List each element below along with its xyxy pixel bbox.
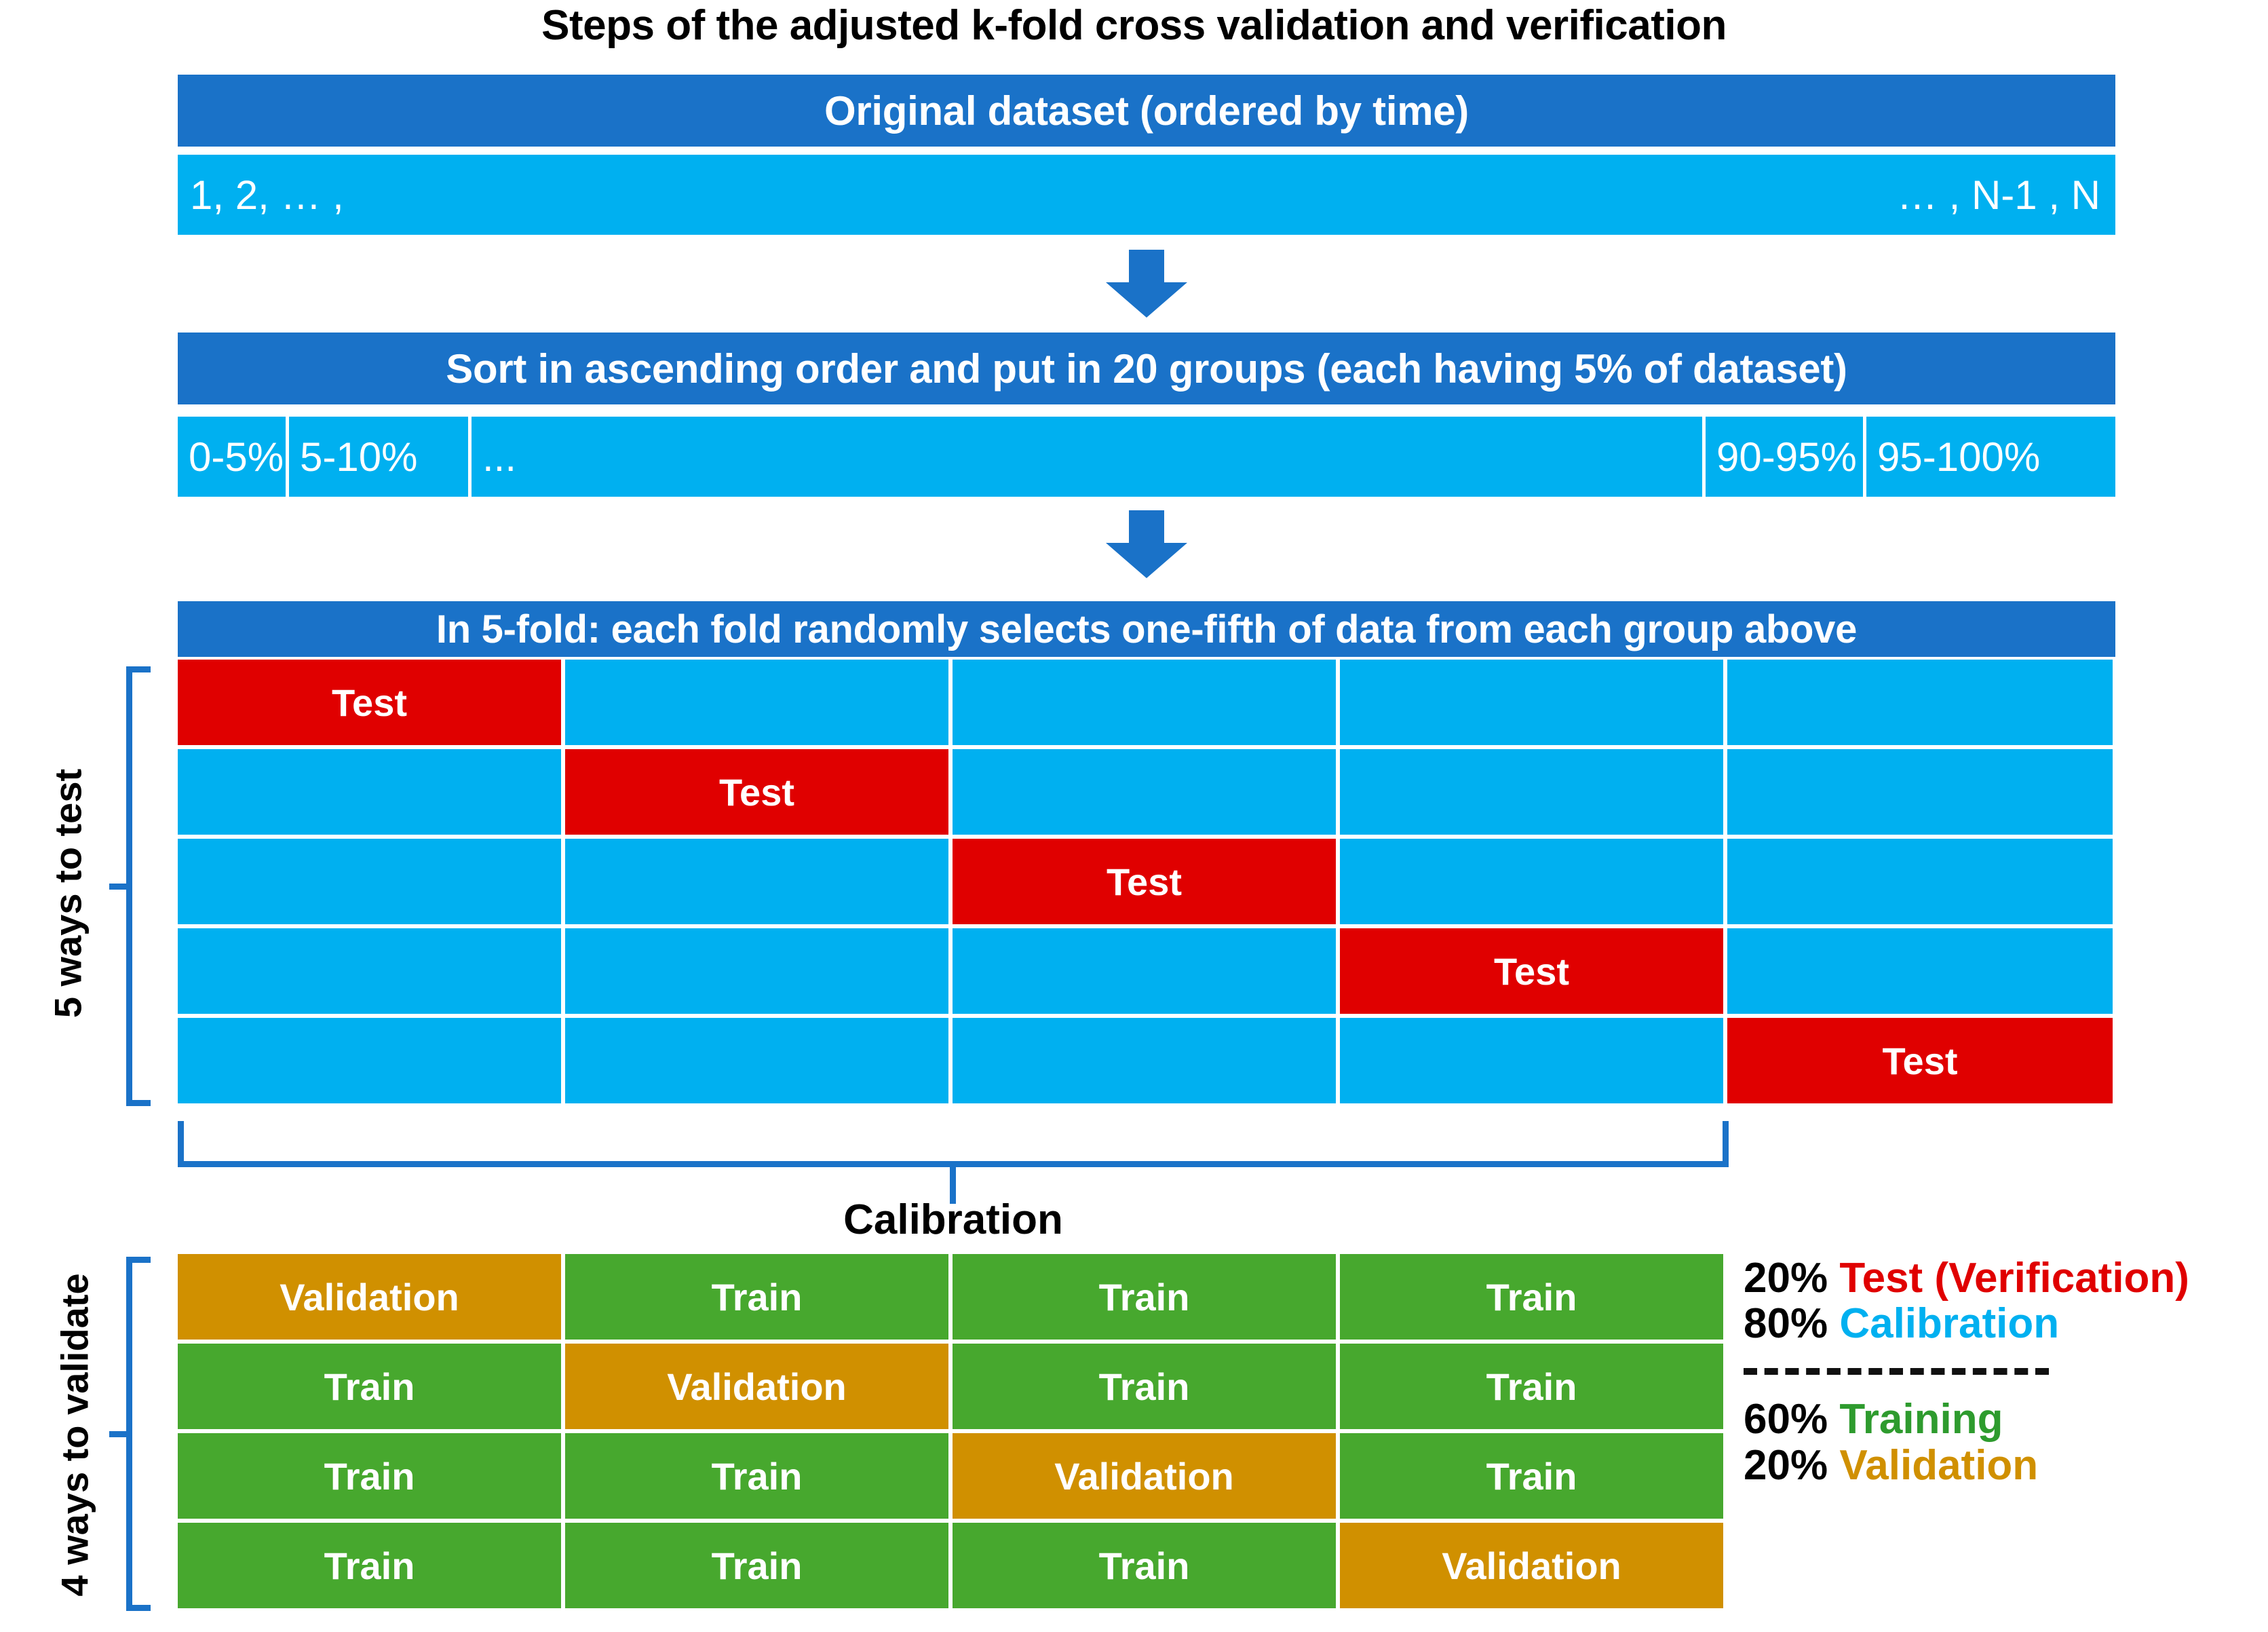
calibration-cell bbox=[178, 839, 561, 924]
group-cell-5-10: 5-10% bbox=[289, 417, 468, 497]
five-fold-header: In 5-fold: each fold randomly selects on… bbox=[178, 601, 2115, 657]
original-dataset-row: 1, 2, … , … , N-1 , N bbox=[178, 155, 2115, 235]
calibration-cell bbox=[178, 928, 561, 1014]
four-ways-to-validate-bracket bbox=[109, 1257, 151, 1611]
original-dataset-header: Original dataset (ordered by time) bbox=[178, 75, 2115, 147]
validation-cell: Validation bbox=[565, 1344, 948, 1429]
legend-pct-training: 60% bbox=[1744, 1396, 1828, 1443]
train-cell: Train bbox=[953, 1344, 1336, 1429]
calibration-cell bbox=[1727, 749, 2113, 835]
calibration-cell bbox=[1727, 839, 2113, 924]
calibration-cell bbox=[1727, 928, 2113, 1014]
group-cell-ellipsis: ... bbox=[472, 417, 1702, 497]
arrow-head bbox=[1106, 282, 1187, 318]
test-cell: Test bbox=[178, 660, 561, 745]
train-cell: Train bbox=[1340, 1433, 1723, 1519]
calibration-cell bbox=[1727, 660, 2113, 745]
test-cell: Test bbox=[1727, 1018, 2113, 1103]
dataset-range-start: 1, 2, … , bbox=[190, 172, 344, 218]
calibration-cell bbox=[178, 1018, 561, 1103]
calibration-cell bbox=[1340, 660, 1723, 745]
calibration-cell bbox=[1340, 839, 1723, 924]
calibration-cell bbox=[953, 660, 1336, 745]
calibration-cell bbox=[953, 928, 1336, 1014]
arrow-shaft bbox=[1129, 510, 1164, 546]
train-cell: Train bbox=[565, 1523, 948, 1608]
table-row: Test bbox=[178, 749, 2115, 835]
train-cell: Train bbox=[178, 1523, 561, 1608]
five-ways-to-test-bracket bbox=[109, 666, 151, 1106]
train-cell: Train bbox=[178, 1344, 561, 1429]
page-title: Steps of the adjusted k-fold cross valid… bbox=[541, 2, 1727, 49]
legend-label-training: Training bbox=[1839, 1396, 2003, 1443]
bracket-nub bbox=[109, 884, 132, 890]
arrow-down-icon-2 bbox=[1106, 510, 1187, 581]
test-cell: Test bbox=[565, 749, 948, 835]
four-ways-to-validate-label: 4 ways to validate bbox=[53, 1273, 96, 1597]
train-cell: Train bbox=[1340, 1344, 1723, 1429]
train-cell: Train bbox=[565, 1433, 948, 1519]
calibration-cell bbox=[178, 749, 561, 835]
legend-item-validation: 20% Validation bbox=[1744, 1444, 2268, 1487]
legend-item-calibration: 80% Calibration bbox=[1744, 1302, 2268, 1345]
test-cell: Test bbox=[953, 839, 1336, 924]
sort-groups-header: Sort in ascending order and put in 20 gr… bbox=[178, 333, 2115, 404]
train-cell: Train bbox=[953, 1523, 1336, 1608]
test-cell: Test bbox=[1340, 928, 1723, 1014]
calibration-cell bbox=[565, 839, 948, 924]
legend-label-calibration: Calibration bbox=[1839, 1300, 2060, 1348]
table-row: Train Train Validation Train bbox=[178, 1433, 1729, 1519]
table-row: Validation Train Train Train bbox=[178, 1254, 1729, 1340]
calibration-label: Calibration bbox=[843, 1196, 1063, 1243]
validation-fold-grid: Validation Train Train Train Train Valid… bbox=[178, 1254, 1729, 1608]
legend-pct-test: 20% bbox=[1744, 1255, 1828, 1302]
table-row: Train Validation Train Train bbox=[178, 1344, 1729, 1429]
table-row: Test bbox=[178, 660, 2115, 745]
train-cell: Train bbox=[953, 1254, 1336, 1340]
legend-label-validation: Validation bbox=[1839, 1441, 2039, 1489]
train-cell: Train bbox=[178, 1433, 561, 1519]
validation-cell: Validation bbox=[1340, 1523, 1723, 1608]
arrow-head bbox=[1106, 543, 1187, 578]
validation-cell: Validation bbox=[178, 1254, 561, 1340]
calibration-stem bbox=[950, 1167, 956, 1204]
calibration-cell bbox=[1340, 749, 1723, 835]
dataset-range-end: … , N-1 , N bbox=[1896, 172, 2100, 218]
group-cell-95-100: 95-100% bbox=[1866, 417, 2115, 497]
group-cell-0-5: 0-5% bbox=[178, 417, 286, 497]
legend-label-test: Test (Verification) bbox=[1839, 1255, 2189, 1302]
calibration-cell bbox=[953, 1018, 1336, 1103]
arrow-shaft bbox=[1129, 250, 1164, 285]
table-row: Train Train Train Validation bbox=[178, 1523, 1729, 1608]
legend-pct-calibration: 80% bbox=[1744, 1300, 1828, 1348]
legend-divider bbox=[1744, 1368, 2049, 1375]
group-percentage-row: 0-5% 5-10% ... 90-95% 95-100% bbox=[178, 417, 2115, 497]
calibration-cell bbox=[565, 928, 948, 1014]
legend: 20% Test (Verification) 80% Calibration … bbox=[1744, 1257, 2268, 1489]
legend-item-test: 20% Test (Verification) bbox=[1744, 1257, 2268, 1299]
arrow-down-icon-1 bbox=[1106, 250, 1187, 320]
calibration-cell bbox=[1340, 1018, 1723, 1103]
legend-pct-validation: 20% bbox=[1744, 1441, 1828, 1489]
group-cell-90-95: 90-95% bbox=[1706, 417, 1863, 497]
table-row: Test bbox=[178, 928, 2115, 1014]
calibration-cell bbox=[953, 749, 1336, 835]
validation-cell: Validation bbox=[953, 1433, 1336, 1519]
calibration-cell bbox=[565, 660, 948, 745]
table-row: Test bbox=[178, 839, 2115, 924]
calibration-bracket bbox=[178, 1121, 1729, 1167]
train-cell: Train bbox=[1340, 1254, 1723, 1340]
test-fold-grid: Test Test Test Test Test bbox=[178, 660, 2115, 1103]
table-row: Test bbox=[178, 1018, 2115, 1103]
bracket-nub bbox=[109, 1431, 132, 1437]
five-ways-to-test-label: 5 ways to test bbox=[46, 768, 90, 1019]
train-cell: Train bbox=[565, 1254, 948, 1340]
calibration-cell bbox=[565, 1018, 948, 1103]
legend-item-training: 60% Training bbox=[1744, 1398, 2268, 1441]
